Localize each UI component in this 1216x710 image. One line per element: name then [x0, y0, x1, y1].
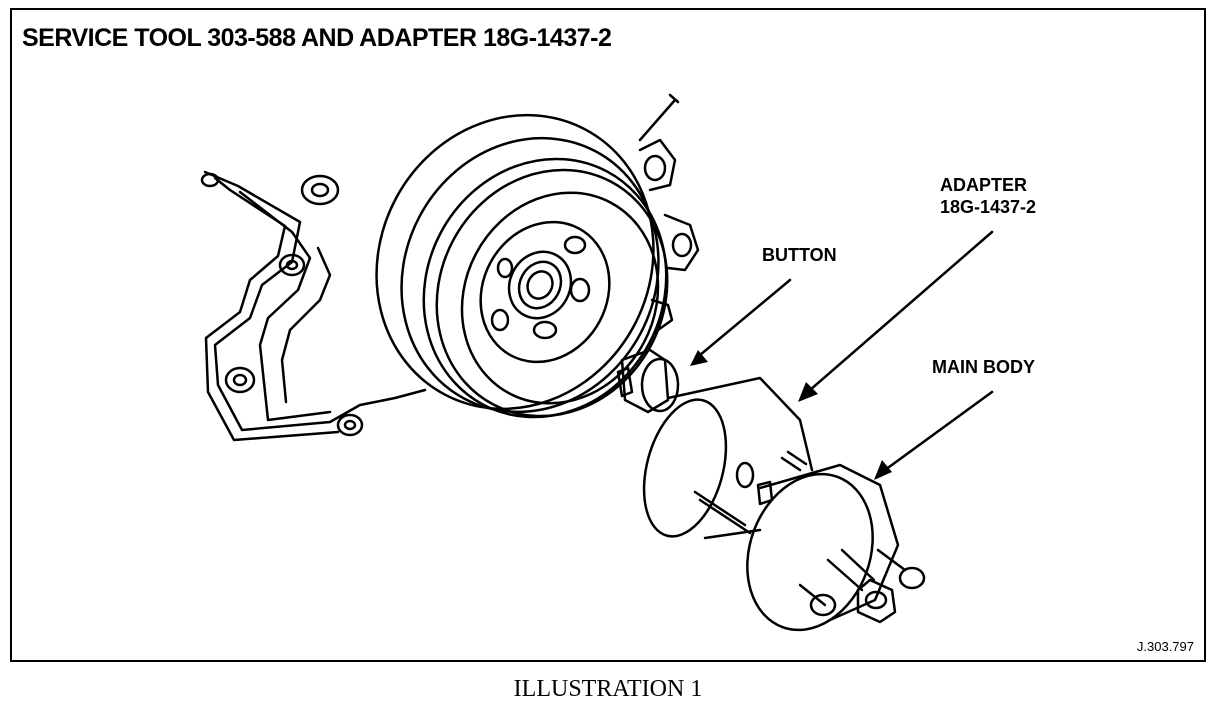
button-part [616, 348, 680, 414]
illustration-caption: ILLUSTRATION 1 [513, 676, 703, 702]
engine-cover-gasket [200, 93, 700, 442]
adapter-label-line2: 18G-1437-2 [940, 197, 1037, 217]
main-body-part [746, 463, 926, 632]
button-label: BUTTON [762, 245, 837, 265]
reference-code: J.303.797 [1136, 639, 1194, 654]
main-body-label: MAIN BODY [932, 357, 1035, 377]
leader-lines [698, 230, 994, 472]
diagram-title: SERVICE TOOL 303-588 AND ADAPTER 18G-143… [22, 24, 612, 52]
adapter-part [642, 376, 814, 540]
arrowheads [690, 350, 892, 480]
adapter-label-line1: ADAPTER [940, 175, 1028, 195]
crankshaft-pulley [375, 113, 669, 419]
adapter-label: ADAPTER 18G-1437-2 [940, 174, 1036, 218]
